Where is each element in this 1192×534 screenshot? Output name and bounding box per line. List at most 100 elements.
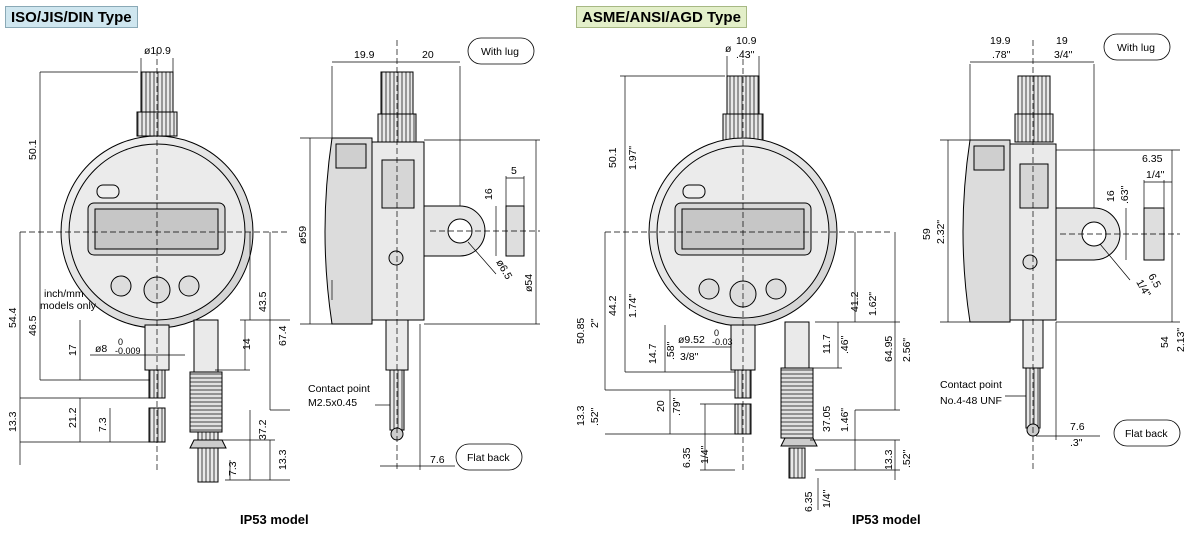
asme-front-dims	[604, 50, 900, 510]
asme-dim-13-3b: 13.3	[883, 449, 895, 470]
asme-dim-13-3-in: .52"	[589, 407, 601, 426]
asme-dim-19-in: 3/4"	[1054, 49, 1073, 61]
asme-dim-20: 20	[655, 400, 667, 412]
asme-dim-64-95-in: 2.56"	[901, 338, 913, 362]
asme-dim-37-05: 37.05	[821, 406, 833, 432]
left-caption: IP53 model	[240, 512, 309, 527]
asme-dim-19-9: 19.9	[990, 35, 1011, 47]
iso-button-3	[178, 275, 200, 297]
asme-dim-6-35-in: 1/4"	[699, 445, 711, 464]
asme-dim-13-3: 13.3	[575, 405, 587, 426]
iso-contact-point-label: Contact point	[308, 383, 370, 395]
iso-inch-mm-line2: models only	[40, 300, 97, 312]
asme-contact-thread: No.4-48 UNF	[940, 395, 1002, 407]
asme-dim-6-35c: 6.35	[1142, 153, 1163, 165]
right-caption: IP53 model	[852, 512, 921, 527]
asme-dim-54-in: 2.13"	[1175, 328, 1187, 352]
iso-dim-body-dia: ø59	[297, 226, 309, 244]
iso-flat-back-callout: Flat back	[455, 443, 523, 471]
asme-dim-7-6-in: .3"	[1070, 437, 1083, 449]
asme-dim-6-35c-in: 1/4"	[1146, 169, 1165, 181]
iso-spindle-thread	[189, 371, 223, 433]
asme-dim-50-85-in: 2"	[589, 318, 601, 328]
asme-dim-41-2: 41.2	[849, 291, 861, 312]
iso-with-lug-label: With lug	[481, 46, 519, 58]
asme-dim-10-9-in: .43"	[736, 49, 755, 61]
asme-dim-14-7: 14.7	[647, 343, 659, 364]
iso-dim-17: 17	[67, 344, 79, 356]
asme-type-header: ASME/ANSI/AGD Type	[576, 6, 747, 28]
iso-dim-7-6: 7.6	[430, 454, 445, 466]
iso-dim-stem-dia: ø8	[95, 343, 107, 355]
asme-dim-19-9-in: .78"	[992, 49, 1011, 61]
iso-dim-54-4: 54.4	[7, 307, 19, 328]
asme-with-lug-label: With lug	[1117, 42, 1155, 54]
iso-lcd-screen	[94, 208, 219, 250]
asme-dim-59: 59	[921, 228, 933, 240]
asme-dim-41-2-in: 1.62"	[867, 292, 879, 316]
asme-dim-16: 16	[1105, 190, 1117, 202]
iso-dim-7-3a: 7.3	[97, 417, 109, 432]
asme-dim-50-1: 50.1	[607, 147, 619, 168]
iso-dim-lug-dia: ø54	[523, 274, 535, 292]
iso-dim-7-3b: 7.3	[227, 461, 239, 476]
iso-side-dim-text: 19.9 20 ø59 5 16 ø6.5 ø54 7.6 Contact po…	[297, 49, 535, 466]
asme-dim-20-in: .79"	[671, 397, 683, 416]
asme-dim-50-85: 50.85	[575, 318, 587, 344]
asme-dim-10-9: 10.9	[736, 35, 757, 47]
iso-dim-37-2: 37.2	[257, 419, 269, 440]
asme-dim-11-7-in: .46"	[839, 335, 851, 354]
iso-button-1	[110, 275, 132, 297]
asme-dim-7-6: 7.6	[1070, 421, 1085, 433]
asme-dim-16-in: .63"	[1119, 185, 1131, 204]
iso-side-clip	[335, 143, 367, 169]
iso-front-dims	[19, 50, 290, 481]
iso-dim-46-5: 46.5	[27, 315, 39, 336]
asme-dim-50-1-in: 1.97"	[627, 146, 639, 170]
iso-inch-mm-line1: inch/mm	[44, 288, 84, 300]
asme-dim-13-3b-in: .52"	[901, 449, 913, 468]
iso-dim-50-1: 50.1	[27, 139, 39, 160]
asme-dim-11-7: 11.7	[821, 334, 833, 354]
iso-dim-stem-tol-upper: 0	[118, 337, 123, 347]
asme-dim-44-2: 44.2	[607, 295, 619, 316]
asme-front-dim-text: ø 10.9 .43" 50.1 1.97" 50.85 2" 44.2 1.7…	[575, 35, 913, 512]
asme-flat-back-callout: Flat back	[1113, 419, 1181, 447]
asme-dim-19: 19	[1056, 35, 1068, 47]
iso-indicator-lamp	[96, 184, 120, 199]
asme-dim-64-95: 64.95	[883, 336, 895, 362]
asme-dim-6-35b-in: 1/4"	[821, 489, 833, 508]
iso-front-dim-text: ø10.9 50.1 54.4 46.5 17 ø8 0 -0.009 13.3…	[7, 45, 289, 476]
asme-dim-6-35b: 6.35	[803, 491, 815, 512]
asme-contact-point-label: Contact point	[940, 379, 1002, 391]
asme-with-lug-callout: With lug	[1103, 33, 1171, 61]
asme-dim-6-35: 6.35	[681, 447, 693, 468]
iso-side-knurl	[377, 113, 417, 143]
iso-side-screw	[388, 250, 404, 266]
iso-dim-13-3: 13.3	[7, 411, 19, 432]
asme-dim-stem-tol-upper: 0	[714, 328, 719, 338]
iso-dim-21-2: 21.2	[67, 407, 79, 428]
asme-dim-54: 54	[1159, 336, 1171, 348]
iso-side-dims	[300, 40, 540, 470]
asme-dim-stem-top-dia: ø	[725, 43, 732, 55]
iso-dim-67-4: 67.4	[277, 325, 289, 346]
asme-dim-37-05-in: 1.46"	[839, 408, 851, 432]
asme-dim-44-2-in: 1.74"	[627, 294, 639, 318]
asme-dim-stem-dia-in: 3/8"	[680, 351, 699, 363]
iso-spindle-nut	[189, 439, 227, 449]
iso-side-stem	[385, 319, 409, 371]
iso-contact-thread: M2.5x0.45	[308, 397, 357, 409]
iso-type-header: ISO/JIS/DIN Type	[5, 6, 138, 28]
iso-flat-back-label: Flat back	[467, 452, 510, 464]
iso-dim-19-9: 19.9	[354, 49, 375, 61]
iso-dim-5: 5	[511, 165, 517, 177]
asme-dim-stem-tol-lower: -0.03	[712, 337, 733, 347]
iso-dim-13-3b: 13.3	[277, 449, 289, 470]
iso-dim-43-5: 43.5	[257, 291, 269, 312]
asme-dim-14-7-in: .58"	[665, 341, 677, 360]
asme-dim-59-in: 2.32"	[935, 220, 947, 244]
iso-with-lug-callout: With lug	[467, 37, 535, 65]
asme-side-dims	[940, 40, 1180, 470]
